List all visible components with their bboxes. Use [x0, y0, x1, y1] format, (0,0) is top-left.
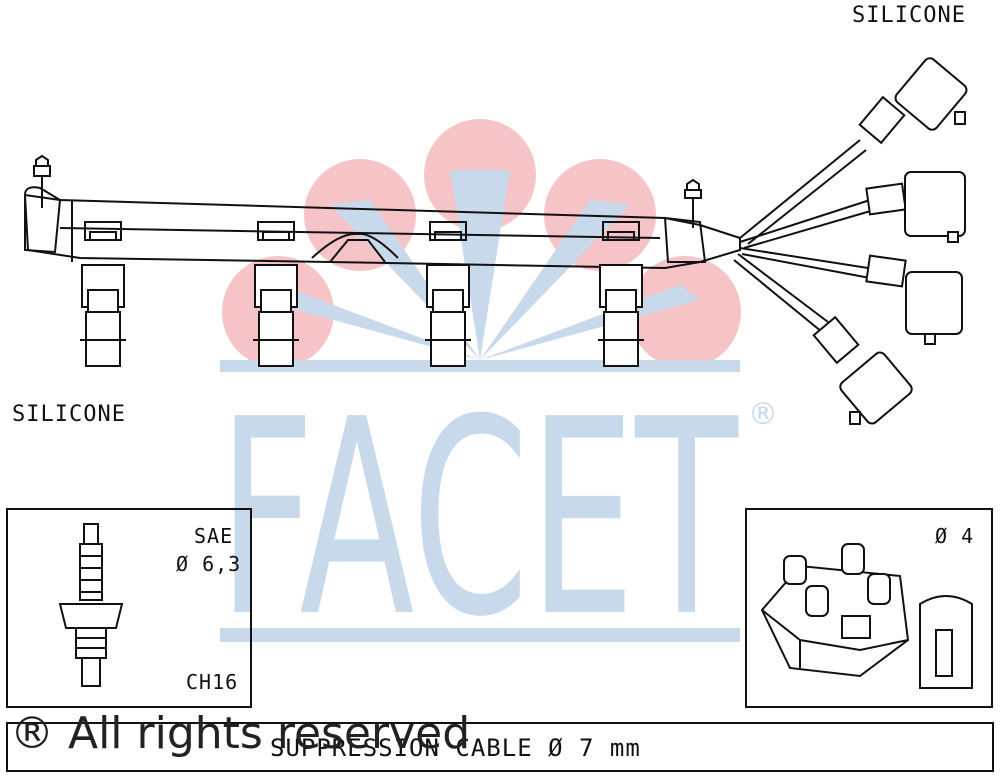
- ignition-coil-icon: [760, 543, 973, 689]
- cable-spec-label: SUPPRESSION CABLE Ø 7 mm: [270, 734, 641, 762]
- lead-rail: [23, 154, 741, 270]
- watermark-facet-text: FACET: [218, 361, 740, 676]
- watermark-rights-text: ® All rights reserved: [10, 708, 471, 759]
- spark-plug-icon: [58, 523, 124, 687]
- spark-plug-diameter-label: Ø 6,3: [176, 552, 242, 576]
- spark-plug-boots: [80, 264, 644, 367]
- spark-boot-1: [80, 264, 126, 367]
- spark-boot-2: [253, 264, 299, 367]
- spark-plug-standard-label: SAE: [194, 524, 234, 548]
- spark-plug-spec-box: SAE Ø 6,3 CH16: [6, 508, 252, 708]
- watermark-registered-mark: ®: [748, 397, 778, 432]
- coil-leads: [733, 57, 968, 425]
- cable-spec-bar: SUPPRESSION CABLE Ø 7 mm: [6, 722, 994, 772]
- spark-boot-4: [598, 264, 644, 367]
- silicone-label-top: SILICONE: [852, 3, 966, 28]
- coil-spec-box: Ø 4: [745, 508, 993, 708]
- coil-diameter-label: Ø 4: [935, 524, 975, 548]
- spark-plug-code-label: CH16: [186, 670, 239, 694]
- silicone-label-left: SILICONE: [12, 402, 126, 427]
- spark-boot-3: [425, 264, 471, 367]
